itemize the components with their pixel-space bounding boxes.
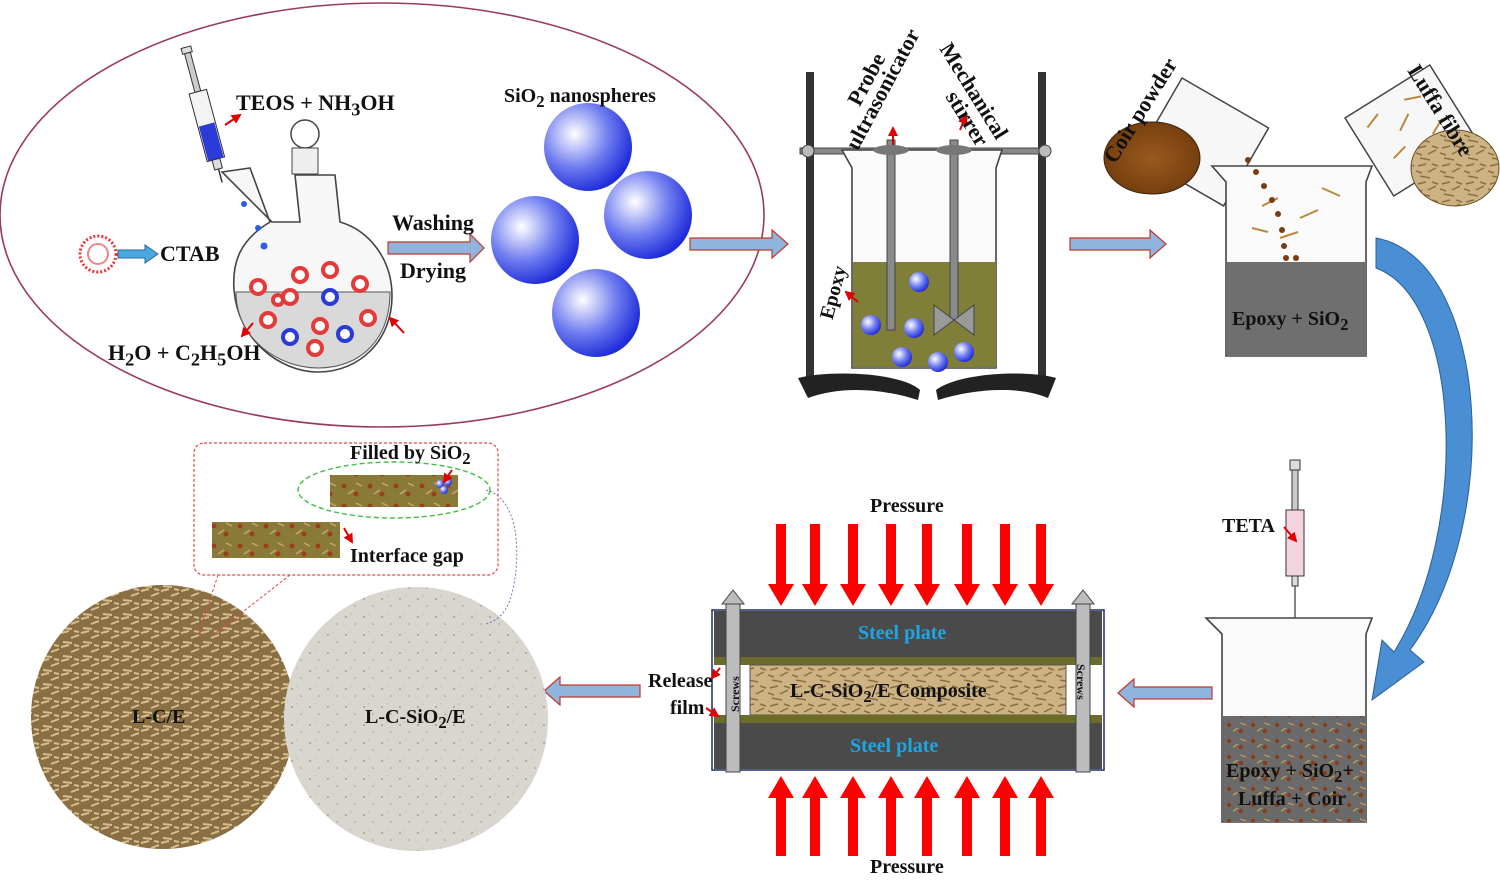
micelle-icon [78,234,118,274]
nanospheres-label: SiO2 nanospheres [504,85,656,111]
final-mix-line1: Epoxy + SiO2+ [1226,760,1354,786]
photo-lc-e [31,585,295,849]
composite-label: L-C-SiO2/E Composite [790,680,987,706]
filled-label: Filled by SiO2 [350,442,471,468]
steel-plate-top-label: Steel plate [858,622,947,644]
final-beaker [1204,617,1374,823]
epoxy-spheres [861,272,974,372]
arrow-to-stirring [689,228,789,260]
luffa-fibre [1410,129,1500,207]
pressure-bottom-label: Pressure [870,856,944,878]
arrow-to-press [1117,677,1213,709]
arrow-to-photos [543,675,641,707]
epoxy-sio2-label: Epoxy + SiO2 [1232,308,1349,334]
screws-left-label: Screws [728,676,742,712]
synthesis-ellipse [0,2,765,428]
hot-press [711,589,1105,773]
nanospheres [491,103,692,357]
reagent-label: TEOS + NH3OH [236,90,395,120]
filled-highlight [297,461,491,519]
film-label: film [670,697,705,719]
syringe-icon [180,45,226,183]
washing-label: Washing [392,210,474,235]
wash-arrow [387,232,485,264]
release-label: Release [648,670,713,692]
connector-curve [485,489,518,625]
mixing-beaker [1210,165,1374,357]
steel-plate-bottom-label: Steel plate [850,735,939,757]
pressure-top-label: Pressure [870,495,944,517]
drying-label: Drying [400,258,466,283]
screws-right-label: Screws [1074,664,1088,700]
final-mix-line2: Luffa + Coir [1238,788,1347,810]
arrow-to-fillers [1069,228,1167,260]
flask-icon [220,119,393,373]
photo-a-label: L-C/E [132,706,186,728]
coir-drop-stream [1245,157,1299,261]
filled-composite [330,475,458,507]
gap-composite [212,522,340,558]
pressure-arrows-top [768,524,1054,606]
solvent-label: H2O + C2H5OH [108,340,261,370]
coir-powder [1103,121,1201,195]
surfactant-label: CTAB [160,241,220,266]
photo-b-label: L-C-SiO2/E [365,706,466,732]
gap-label: Interface gap [350,545,464,567]
photo-lc-sio2-e [284,587,548,851]
stirring-beaker [840,139,1004,369]
pressure-arrows-bottom [768,776,1054,856]
teta-label: TETA [1222,515,1275,537]
curved-arrow [1371,237,1473,702]
flask-micelles [249,261,377,357]
ctab-arrow [117,244,159,264]
